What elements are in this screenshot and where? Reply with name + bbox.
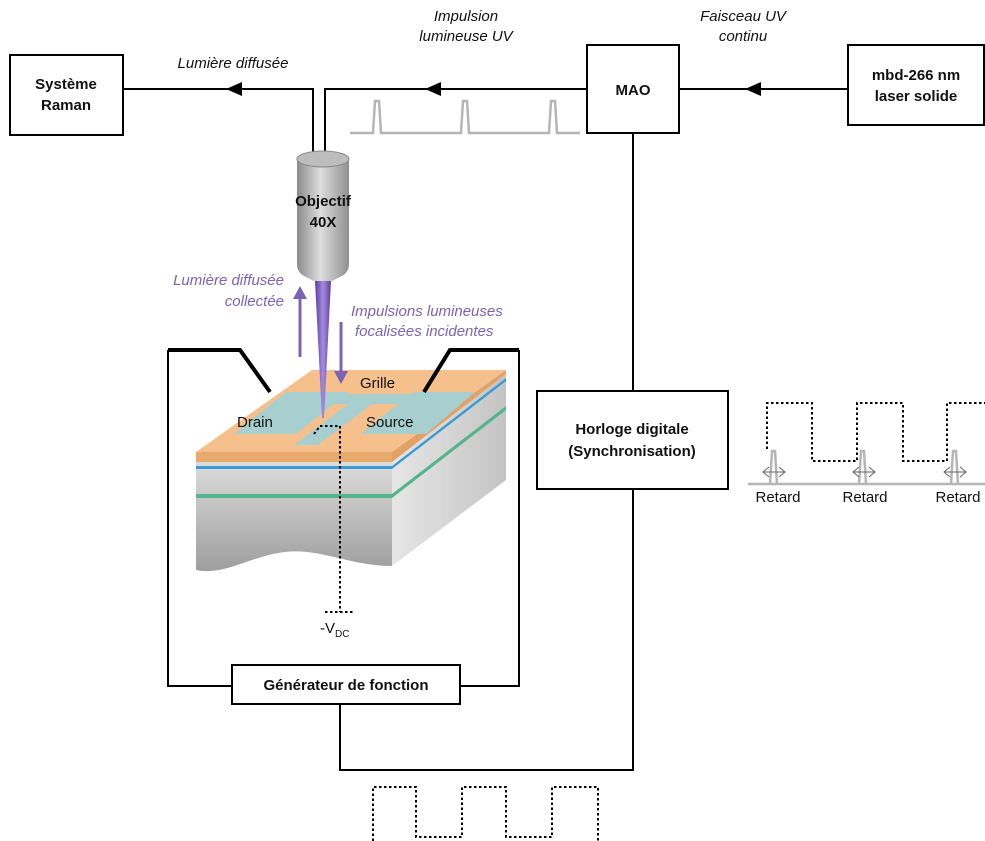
source-probe (422, 348, 519, 394)
raman-box-label-2: Raman (41, 97, 91, 114)
incident-light-arrow (334, 322, 348, 384)
arrow-down-icon (334, 371, 348, 384)
gate-strip (294, 404, 372, 445)
uv-pulse-label-1: Impulsion (434, 8, 498, 25)
device-side-face (392, 374, 506, 566)
source-pad (360, 392, 475, 434)
uv-pulse-path (324, 88, 587, 154)
layer-blue-front (196, 466, 392, 469)
delay-arrow-3 (943, 466, 967, 478)
mao-box-label: MAO (616, 82, 651, 99)
arrow-up-icon (293, 286, 307, 299)
gray-pulse-2 (857, 449, 868, 485)
raman-box-label-1: Système (35, 76, 97, 93)
function-generator-box: Générateur de fonction (231, 664, 461, 705)
delay-arrow-2 (852, 466, 876, 478)
incident-label-2: focalisées incidentes (355, 323, 494, 340)
arrow-left-icon (226, 82, 242, 96)
vdc-dotted-line (313, 425, 341, 612)
device-front-face (196, 462, 392, 572)
device-top-edge (196, 452, 392, 462)
collected-label-2: collectée (225, 293, 284, 310)
objective-body (297, 159, 349, 281)
raman-system-box: Système Raman (9, 54, 124, 136)
digital-clock-box: Horloge digitale (Synchronisation) (536, 390, 729, 490)
drain-pad (234, 392, 349, 434)
scattered-light-path (123, 88, 314, 154)
transistor-device: Drain Source Grille (196, 370, 506, 572)
clock-to-generator-wire (339, 489, 634, 771)
objective-label-1: Objectif (295, 193, 352, 210)
gate-label: Grille (360, 375, 395, 392)
arrow-left-icon (745, 82, 761, 96)
collected-label-1: Lumière diffusée (173, 272, 284, 289)
gray-pulse-3 (949, 449, 960, 485)
drain-probe (168, 348, 272, 394)
mao-box: MAO (586, 44, 680, 134)
layer-green-side (392, 406, 506, 498)
collected-light-arrow (293, 286, 307, 357)
uv-beam-label-1: Faisceau UV (700, 8, 788, 25)
focused-beam (315, 281, 331, 418)
laser-box: mbd-266 nm laser solide (847, 44, 985, 126)
laser-box-label-2: laser solide (875, 88, 958, 105)
arrow-left-icon (425, 82, 441, 96)
laser-box-label-1: mbd-266 nm (872, 67, 960, 84)
layer-green-front (196, 494, 392, 498)
objective-label-2: 40X (310, 214, 337, 231)
delay-label-3: Retard (935, 489, 980, 506)
generator-box-label: Générateur de fonction (263, 677, 428, 694)
gray-pulse-1 (768, 449, 779, 485)
generator-to-source-wire (460, 350, 520, 687)
connections (123, 82, 848, 771)
objective-lens: Objectif 40X (295, 150, 352, 281)
delay-label-1: Retard (755, 489, 800, 506)
scattered-light-label: Lumière diffusée (178, 55, 289, 72)
uv-pulse-label-2: lumineuse UV (419, 28, 514, 45)
incident-label-1: Impulsions lumineuses (351, 303, 503, 320)
bottom-square-wave (372, 786, 599, 841)
uv-beam-label-2: continu (719, 28, 768, 45)
uv-pulse-train (350, 99, 580, 135)
generator-to-drain-wire (167, 350, 232, 687)
drain-label: Drain (237, 414, 273, 431)
delay-arrow-1 (762, 466, 786, 478)
clock-box-label-1: Horloge digitale (575, 421, 688, 438)
device-top-edge-side (392, 370, 506, 462)
layer-blue-side (392, 378, 506, 469)
delay-label-2: Retard (842, 489, 887, 506)
clock-box-label-2: (Synchronisation) (568, 443, 696, 460)
source-label: Source (366, 414, 414, 431)
objective-top (296, 150, 350, 168)
delayed-clock-signal: Retard Retard Retard (748, 402, 985, 506)
vdc-label: -VDC (320, 620, 349, 640)
dotted-square-wave (766, 402, 985, 462)
